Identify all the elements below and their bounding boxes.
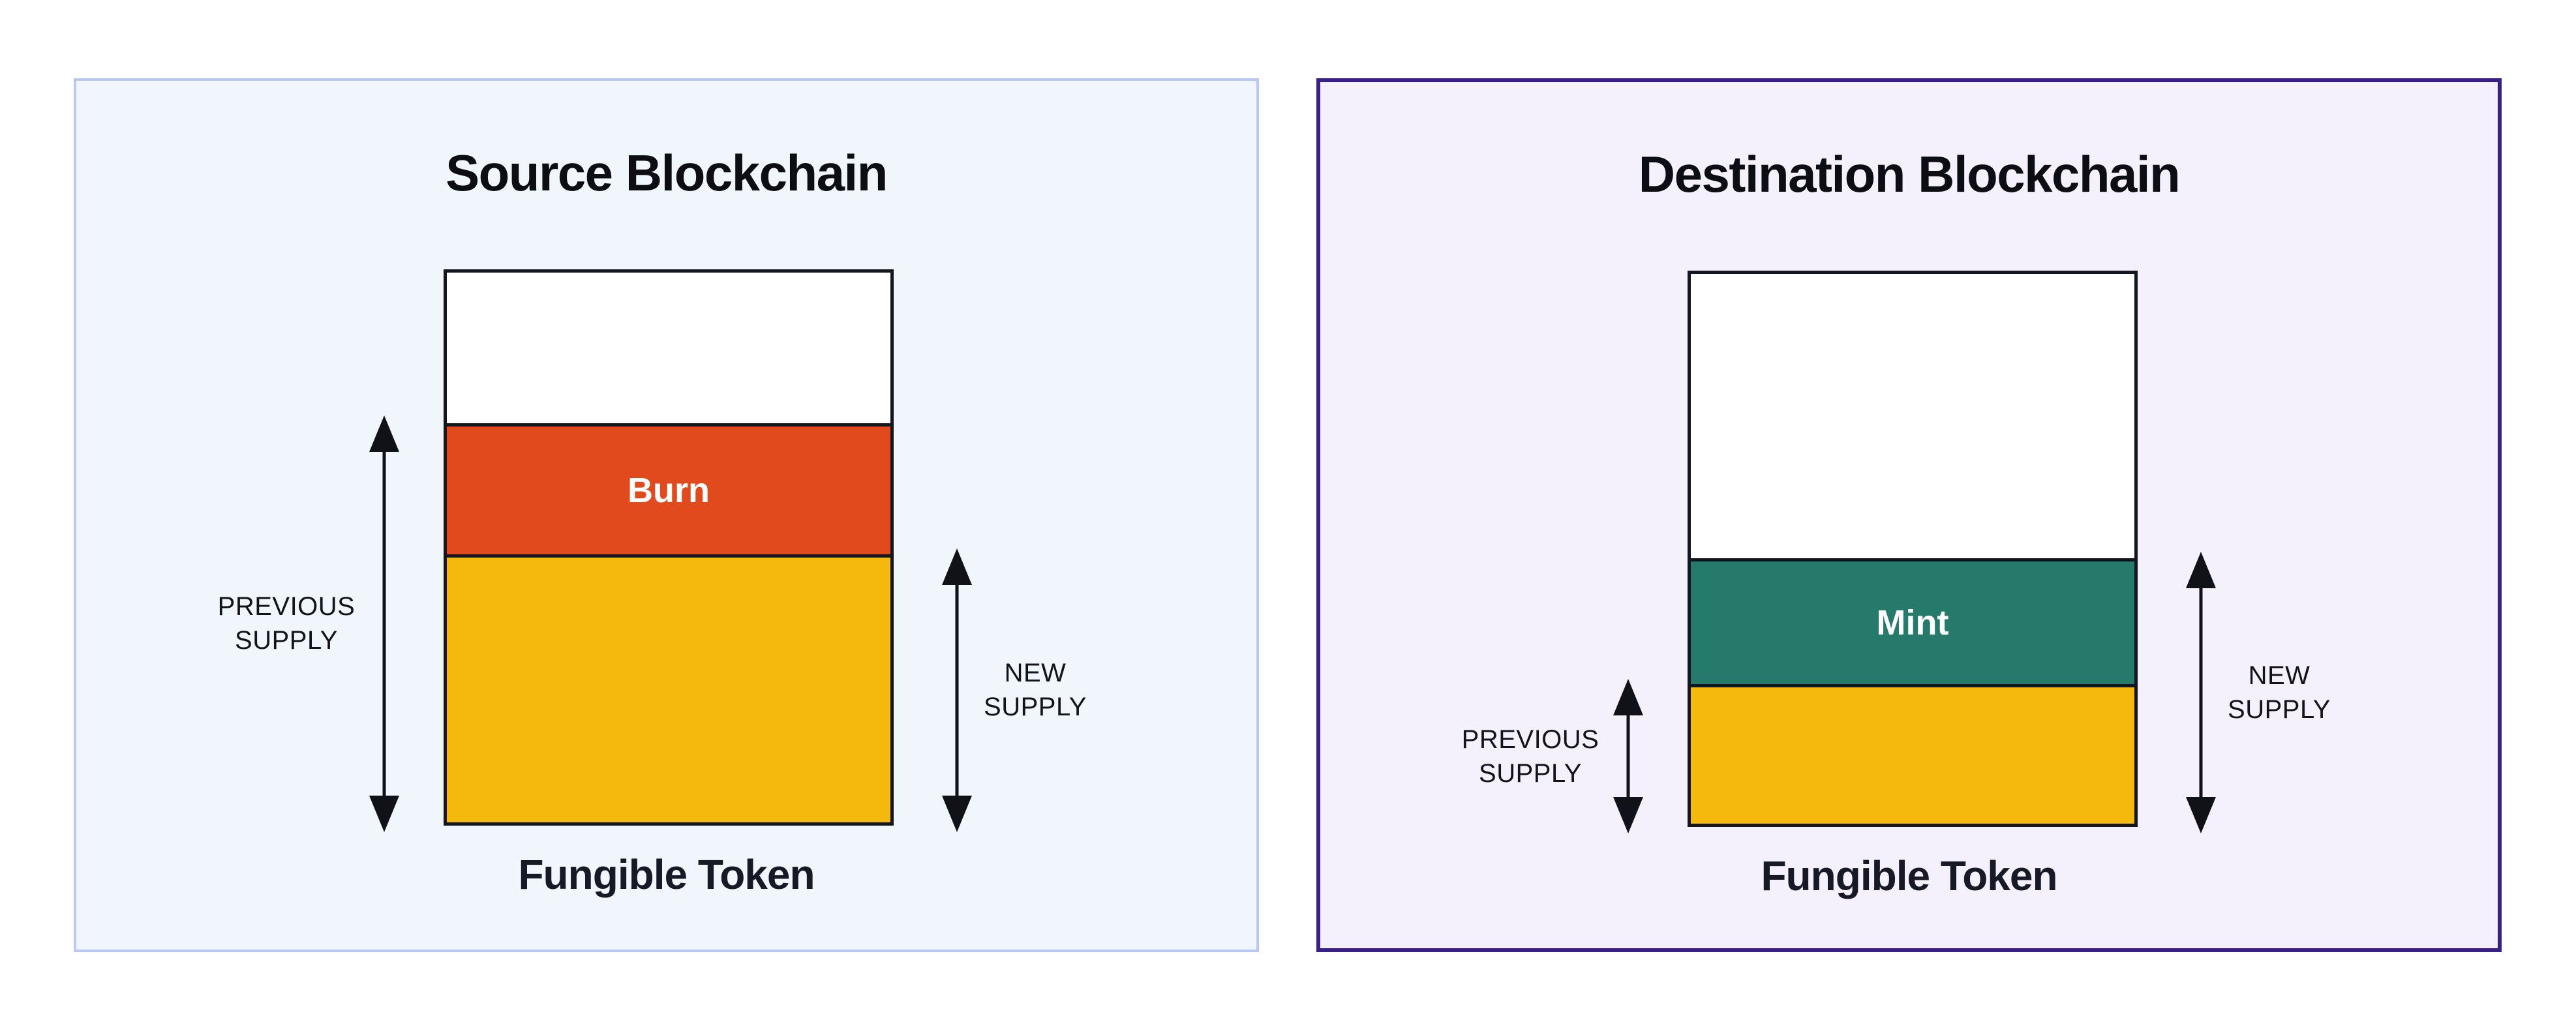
arrowhead-down-icon <box>942 795 972 832</box>
supply-bar: Mint <box>1688 271 2138 827</box>
arrowhead-up-icon <box>369 415 399 452</box>
panel-title: Source Blockchain <box>446 144 888 202</box>
arrowhead-up-icon <box>2186 552 2216 588</box>
panel-title: Destination Blockchain <box>1638 145 2181 203</box>
previous-supply-arrow <box>369 415 399 832</box>
token-caption: Fungible Token <box>1761 852 2057 899</box>
arrowhead-down-icon <box>369 795 399 832</box>
arrowhead-up-icon <box>1613 679 1643 716</box>
arrow-line <box>955 554 959 826</box>
bar-segment-plain-2 <box>447 554 890 822</box>
bar-segment-plain-0 <box>447 273 890 423</box>
arrowhead-down-icon <box>1613 796 1643 833</box>
new-supply-arrow <box>2186 552 2216 833</box>
previous-supply-arrow <box>1613 679 1643 833</box>
arrow-line <box>2199 558 2203 827</box>
bar-segment-plain-2 <box>1691 683 2134 824</box>
arrowhead-down-icon <box>2186 796 2216 833</box>
bar-segment-burn: Burn <box>447 423 890 555</box>
arrowhead-up-icon <box>942 548 972 585</box>
arrow-line <box>382 421 386 826</box>
bar-segment-plain-0 <box>1691 274 2134 558</box>
new-supply-arrow <box>942 548 972 832</box>
bar-segment-mint: Mint <box>1691 558 2134 684</box>
token-caption: Fungible Token <box>518 851 815 898</box>
arrow-line <box>1626 685 1630 827</box>
supply-bar: Burn <box>444 269 894 826</box>
